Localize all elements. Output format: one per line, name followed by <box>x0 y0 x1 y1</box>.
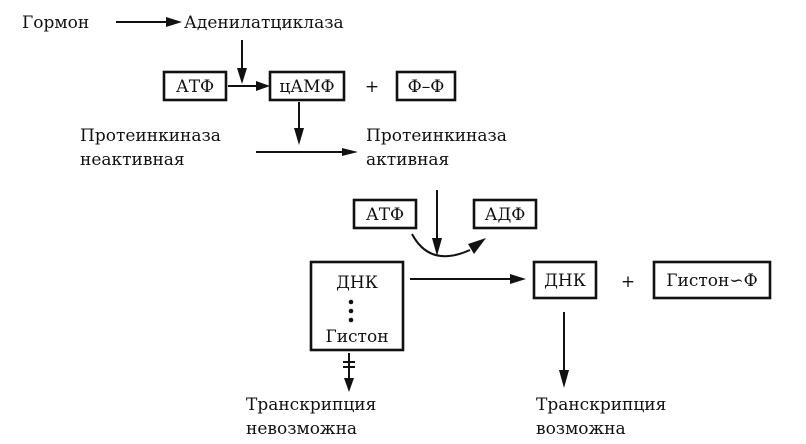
atp-box-1: АТФ <box>162 70 228 102</box>
pk-inactive-line1: Протеинкиназа <box>80 126 221 146</box>
plus-sign-1: + <box>365 77 379 97</box>
arrow-cyclase-down <box>237 40 247 84</box>
atp-label-1: АТФ <box>176 77 214 97</box>
arrow-transcription-possible <box>559 312 569 388</box>
arrow-atp-to-adp-curve <box>411 233 486 258</box>
histone-phosphate-box: Гистон∽Ф <box>652 260 772 300</box>
arrow-blocked-transcription <box>343 353 355 392</box>
complex-dna-label: ДНК <box>336 273 378 293</box>
adenylate-cyclase-label: Аденилатциклаза <box>184 13 344 33</box>
pk-active-line1: Протеинкиназа <box>366 126 507 146</box>
arrow-camp-down <box>294 102 304 145</box>
arrow-complex-to-dna <box>410 274 526 284</box>
dna-box: ДНК <box>532 260 598 300</box>
arrow-hormone-to-cyclase <box>116 17 182 27</box>
pk-active-line2: активная <box>366 150 449 170</box>
arrow-pk-activation <box>256 148 358 156</box>
atp-box-2: АТФ <box>352 198 418 230</box>
bond-dot <box>348 308 354 314</box>
dna-histone-complex-box: ДНК Гистон <box>309 260 405 352</box>
bond-dot <box>348 317 354 323</box>
pyrophosphate-box: Ф–Ф <box>395 70 457 102</box>
transcription-impossible-line2: невозможна <box>246 419 357 439</box>
adp-box: АДФ <box>472 198 538 230</box>
pyrophosphate-label: Ф–Ф <box>408 77 445 97</box>
histone-phosphate-label: Гистон∽Ф <box>666 271 757 291</box>
pk-inactive-line2: неактивная <box>80 150 185 170</box>
complex-histone-label: Гистон <box>325 327 388 347</box>
hormone-label: Гормон <box>22 13 89 33</box>
transcription-possible-line2: возможна <box>536 419 626 439</box>
arrow-pk-down <box>432 190 442 256</box>
transcription-impossible-line1: Транскрипция <box>246 395 376 415</box>
plus-sign-2: + <box>621 272 635 292</box>
atp-label-2: АТФ <box>366 205 404 225</box>
arrow-atp-to-camp <box>228 81 270 91</box>
camp-box: цАМФ <box>268 70 346 102</box>
adp-label: АДФ <box>485 205 526 225</box>
transcription-possible-line1: Транскрипция <box>536 395 666 415</box>
dna-label: ДНК <box>544 271 586 291</box>
camp-label: цАМФ <box>279 77 334 97</box>
bond-dot <box>348 299 354 305</box>
